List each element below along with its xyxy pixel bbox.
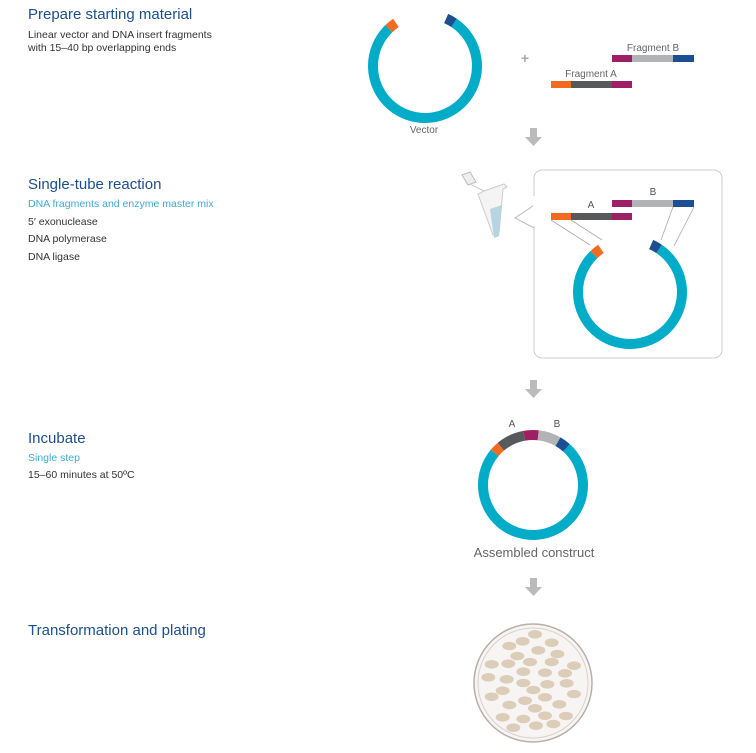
tube-icon <box>461 171 508 238</box>
colony <box>528 704 542 713</box>
colony <box>516 678 531 688</box>
colony <box>540 680 555 689</box>
colony <box>518 696 532 705</box>
colony <box>495 686 510 695</box>
construct-overlap-magenta <box>523 430 539 441</box>
vector-end-navy <box>444 13 457 28</box>
vector-backbone <box>573 244 687 349</box>
construct-insert-b <box>537 430 561 447</box>
callout-label-b: B <box>650 187 657 198</box>
colony <box>481 673 496 682</box>
construct-insert-a <box>497 430 526 451</box>
vector-end-orange <box>385 18 399 33</box>
colony <box>552 700 567 709</box>
step-1-line-1: Linear vector and DNA insert fragments <box>28 29 212 41</box>
vector-end-orange <box>590 244 604 259</box>
step-3-title: Incubate <box>28 430 86 447</box>
step-3-accent: Single step <box>28 452 80 464</box>
assembled-label-a: A <box>509 419 516 430</box>
callout-fragment-a <box>551 213 632 220</box>
colony <box>550 649 565 659</box>
colony <box>516 714 531 724</box>
step-2-line-2: DNA polymerase <box>28 233 107 245</box>
down-arrow-icon <box>525 128 542 146</box>
fragment-a-label: Fragment A <box>565 69 617 80</box>
reaction-callout-box <box>533 169 723 359</box>
down-arrow-icon <box>525 380 542 398</box>
step-2-line-1: 5′ exonuclease <box>28 216 98 228</box>
petri-dish <box>473 623 593 743</box>
colony <box>558 669 572 678</box>
assembled-construct <box>478 430 588 540</box>
assembled-label-b: B <box>554 419 561 430</box>
colony <box>506 723 521 732</box>
colony <box>501 659 516 668</box>
down-arrow-icon <box>525 578 542 596</box>
overlap-guides <box>550 206 695 247</box>
linear-vector <box>368 13 482 123</box>
colony <box>559 711 573 721</box>
colony <box>544 657 559 667</box>
step-1-line-2: with 15–40 bp overlapping ends <box>28 42 177 54</box>
callout-label-a: A <box>588 200 595 211</box>
step-4-title: Transformation and plating <box>28 622 206 639</box>
construct-overlap-navy <box>555 437 570 452</box>
vector-end-navy <box>649 239 662 254</box>
fragment-a <box>551 81 632 88</box>
colony <box>538 711 552 720</box>
step-2-accent: DNA fragments and enzyme master mix <box>28 198 214 210</box>
colony <box>484 692 499 701</box>
callout-vector <box>573 239 687 349</box>
step-3-line-1: 15–60 minutes at 50ºC <box>28 469 135 481</box>
step-2-line-3: DNA ligase <box>28 251 80 263</box>
colony <box>502 700 517 710</box>
colony <box>546 719 561 729</box>
colony <box>510 651 525 661</box>
colony <box>515 637 530 646</box>
colony <box>538 668 552 677</box>
colony <box>502 641 517 651</box>
colony <box>484 660 499 669</box>
colony <box>529 721 543 730</box>
step-2-title: Single-tube reaction <box>28 176 162 193</box>
colony <box>499 675 514 684</box>
colony <box>567 661 581 670</box>
colony <box>528 630 542 639</box>
colony <box>538 693 552 702</box>
plus-icon: + <box>521 50 529 66</box>
vector-backbone <box>368 18 482 123</box>
step-1-title: Prepare starting material <box>28 6 193 23</box>
colony <box>523 657 537 667</box>
colony <box>495 713 510 722</box>
assembled-construct-label: Assembled construct <box>474 545 595 560</box>
colony <box>531 646 546 655</box>
vector-label: Vector <box>410 125 439 136</box>
fragment-b <box>612 55 694 62</box>
colony <box>526 685 541 695</box>
construct-backbone <box>478 444 588 540</box>
colony <box>567 689 581 699</box>
construct-overlap-orange <box>490 442 505 457</box>
callout-fragment-b <box>612 200 694 207</box>
colony <box>544 638 559 647</box>
colony <box>516 667 531 676</box>
colony <box>559 679 574 688</box>
fragment-b-label: Fragment B <box>627 43 680 54</box>
